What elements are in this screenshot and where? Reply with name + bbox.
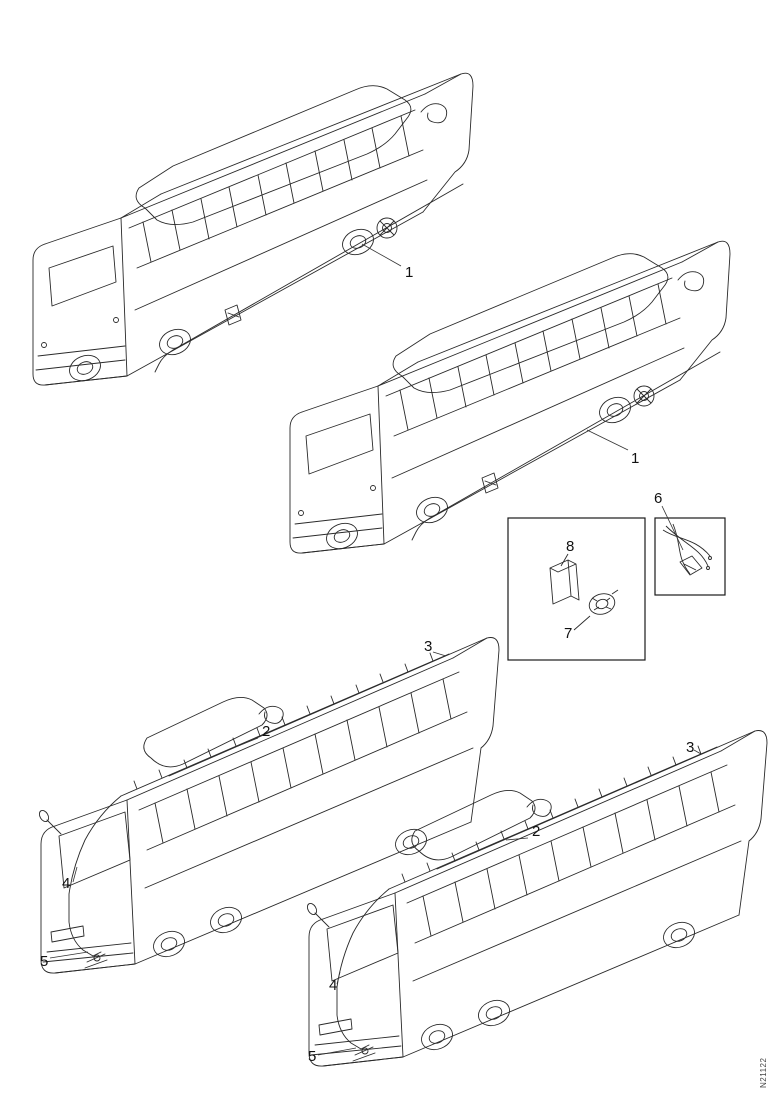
- leader-line-item7: [573, 615, 591, 631]
- leader-line-item1-bus1: [361, 243, 402, 267]
- callout-item6: 6: [654, 490, 662, 507]
- leader-line-item3-bus4: [693, 749, 702, 755]
- leader-line-item8: [560, 553, 569, 567]
- callout-item1-bus2: 1: [631, 450, 639, 467]
- callout-item5-bus3: 5: [40, 953, 48, 970]
- part-6-clip-wires: [662, 523, 712, 576]
- callout-item3-bus3: 3: [424, 638, 432, 655]
- bus-front-left-view-2: [305, 730, 768, 1067]
- leader-line-item4-bus3: [72, 866, 78, 883]
- part-8-plate: [549, 559, 580, 605]
- detail-inset-box-b: 6: [654, 490, 726, 596]
- leader-line-item5-bus3: [49, 951, 89, 959]
- callout-item1-bus1: 1: [405, 264, 413, 281]
- callout-item3-bus4: 3: [686, 739, 694, 756]
- part-7-grommet: [588, 589, 619, 615]
- bus-rear-left-view-2: [289, 240, 731, 554]
- leader-line-item5-bus4: [317, 1047, 357, 1056]
- callout-item7: 7: [564, 625, 572, 642]
- drawing-number: N21122: [759, 1058, 768, 1088]
- callout-item2-bus4: 2: [532, 823, 540, 840]
- callout-item4-bus4: 4: [329, 977, 337, 994]
- callout-item4-bus3: 4: [62, 875, 70, 892]
- detail-inset-box-a: 8 7: [507, 517, 646, 661]
- leader-line-item4-bus4: [336, 971, 341, 985]
- leader-line-item2-bus4: [505, 837, 529, 841]
- leader-line-item6: [661, 505, 684, 551]
- bus-rear-left-view-1: [32, 72, 474, 386]
- leader-line-item2-bus3: [237, 737, 259, 747]
- bus-front-left-view-1: [37, 637, 500, 974]
- leader-line-item3-bus3: [432, 651, 447, 657]
- leader-line-item1-bus2: [586, 429, 629, 451]
- callout-item5-bus4: 5: [308, 1048, 316, 1065]
- callout-item2-bus3: 2: [262, 723, 270, 740]
- callout-item8: 8: [566, 538, 574, 555]
